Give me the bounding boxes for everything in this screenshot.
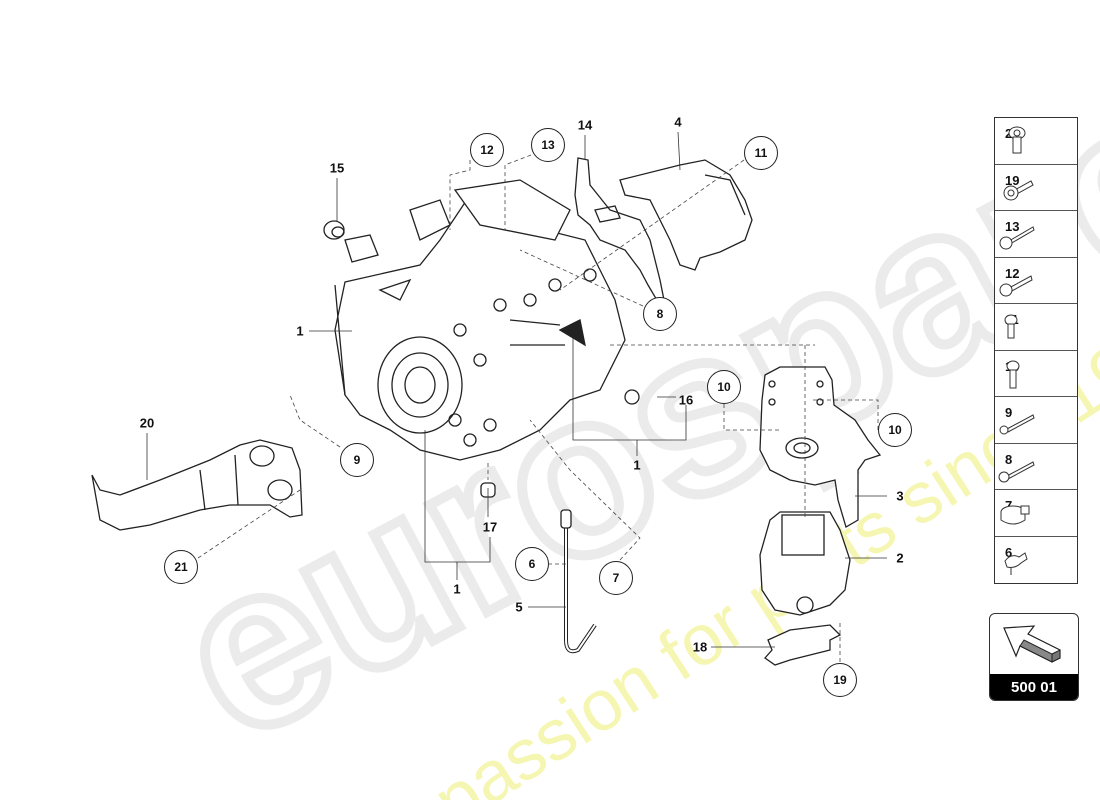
engine-mount-2 <box>759 511 851 616</box>
callout-19[interactable]: 19 <box>823 663 857 697</box>
heat-shield-20 <box>91 439 303 531</box>
legend-item-9[interactable]: 9 <box>995 397 1077 444</box>
view-direction-arrow-icon <box>1003 625 1061 663</box>
part-label-4: 4 <box>674 114 682 130</box>
flange-bolt-angled-icon <box>1003 179 1034 200</box>
legend-item-12[interactable]: 12 <box>995 258 1077 304</box>
part-label-18: 18 <box>692 639 708 655</box>
fastener-legend: 21 19 13 12 11 <box>994 117 1078 584</box>
part-label-15: 15 <box>329 160 345 176</box>
legend-item-13[interactable]: 13 <box>995 211 1077 258</box>
part-label-14: 14 <box>577 117 593 133</box>
callout-10[interactable]: 10 <box>707 370 741 404</box>
part-label-1: 1 <box>633 457 641 473</box>
legend-item-11[interactable]: 11 <box>995 304 1077 351</box>
legend-item-7[interactable]: 7 <box>995 490 1077 537</box>
callout-8[interactable]: 8 <box>643 297 677 331</box>
hose-clip-icon <box>1004 551 1028 575</box>
socket-bolt-long-icon <box>999 414 1035 435</box>
part-label-17: 17 <box>482 519 498 535</box>
socket-bolt-short-icon <box>1008 126 1026 154</box>
callout-9[interactable]: 9 <box>340 443 374 477</box>
socket-bolt-icon <box>1006 360 1020 388</box>
diagram-reference-box: 500 01 <box>989 613 1079 701</box>
legend-item-21[interactable]: 21 <box>995 118 1077 165</box>
legend-item-8[interactable]: 8 <box>995 444 1077 490</box>
socket-bolt-short-icon <box>1004 314 1018 339</box>
callout-10[interactable]: 10 <box>878 413 912 447</box>
transmission-housing <box>334 179 626 461</box>
part-label-1: 1 <box>453 581 461 597</box>
part-label-16: 16 <box>678 392 694 408</box>
mount-bracket-3 <box>759 366 882 528</box>
callout-12[interactable]: 12 <box>470 133 504 167</box>
part-label-1: 1 <box>296 323 304 339</box>
hose-clamp-icon <box>1000 505 1030 525</box>
hex-bolt-long-icon <box>998 460 1035 482</box>
diagram-reference-code: 500 01 <box>990 674 1078 700</box>
part-label-3: 3 <box>896 488 904 504</box>
hex-bolt-medium-icon <box>999 274 1033 296</box>
callout-7[interactable]: 7 <box>599 561 633 595</box>
callout-11[interactable]: 11 <box>744 136 778 170</box>
part-label-5: 5 <box>515 599 523 615</box>
part-label-2: 2 <box>896 550 904 566</box>
callout-13[interactable]: 13 <box>531 128 565 162</box>
legend-item-10[interactable]: 10 <box>995 351 1077 397</box>
heat-shield-4 <box>619 159 753 271</box>
legend-item-6[interactable]: 6 <box>995 537 1077 584</box>
hex-bolt-long-icon <box>999 226 1035 250</box>
legend-item-19[interactable]: 19 <box>995 165 1077 211</box>
callout-21[interactable]: 21 <box>164 550 198 584</box>
retaining-plate-18 <box>764 624 842 666</box>
part-label-20: 20 <box>139 415 155 431</box>
callout-6[interactable]: 6 <box>515 547 549 581</box>
